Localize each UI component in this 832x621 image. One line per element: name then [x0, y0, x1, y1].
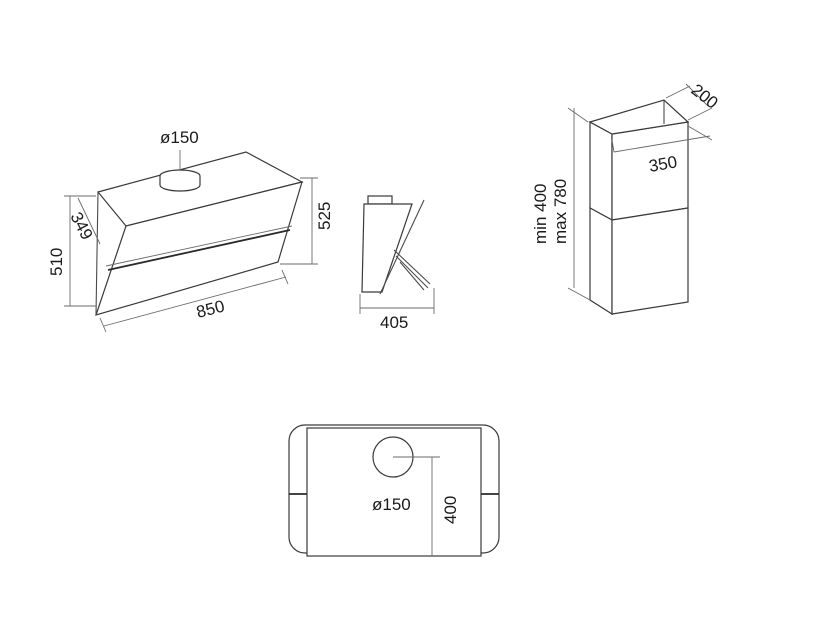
chimney-depth-label: 200: [688, 80, 722, 112]
chimney-lower-front: [611, 207, 689, 315]
top-duct-diameter-label: ø150: [372, 495, 411, 514]
chimney-view: [588, 99, 690, 316]
front-glass-height-label: 525: [315, 202, 334, 230]
front-view-dimensions: [64, 150, 318, 333]
front-view-hood: [95, 151, 304, 316]
chimney-height-min-label: min 400: [531, 184, 550, 244]
side-view-dimensions: [359, 288, 435, 314]
chimney-lower-left: [589, 206, 613, 316]
front-duct-diameter-label: ø150: [160, 128, 199, 147]
hood-handle-strip: [107, 229, 291, 271]
side-view-hood: [361, 195, 431, 295]
chimney-height-max-label: max 780: [551, 179, 570, 244]
chimney-width-label: 350: [647, 152, 678, 176]
chimney-dimensions: [567, 83, 713, 301]
side-depth-label: 405: [380, 313, 408, 332]
front-height-label: 510: [47, 248, 66, 276]
duct-collar-body: [159, 176, 201, 192]
hood-glass-panel: [95, 181, 303, 316]
top-duct-offset-label: 400: [441, 496, 460, 524]
front-depth-label: 349: [66, 209, 96, 243]
side-view-body: [361, 203, 413, 293]
top-view-hood: [288, 424, 500, 557]
chimney-upper-left: [589, 120, 613, 222]
